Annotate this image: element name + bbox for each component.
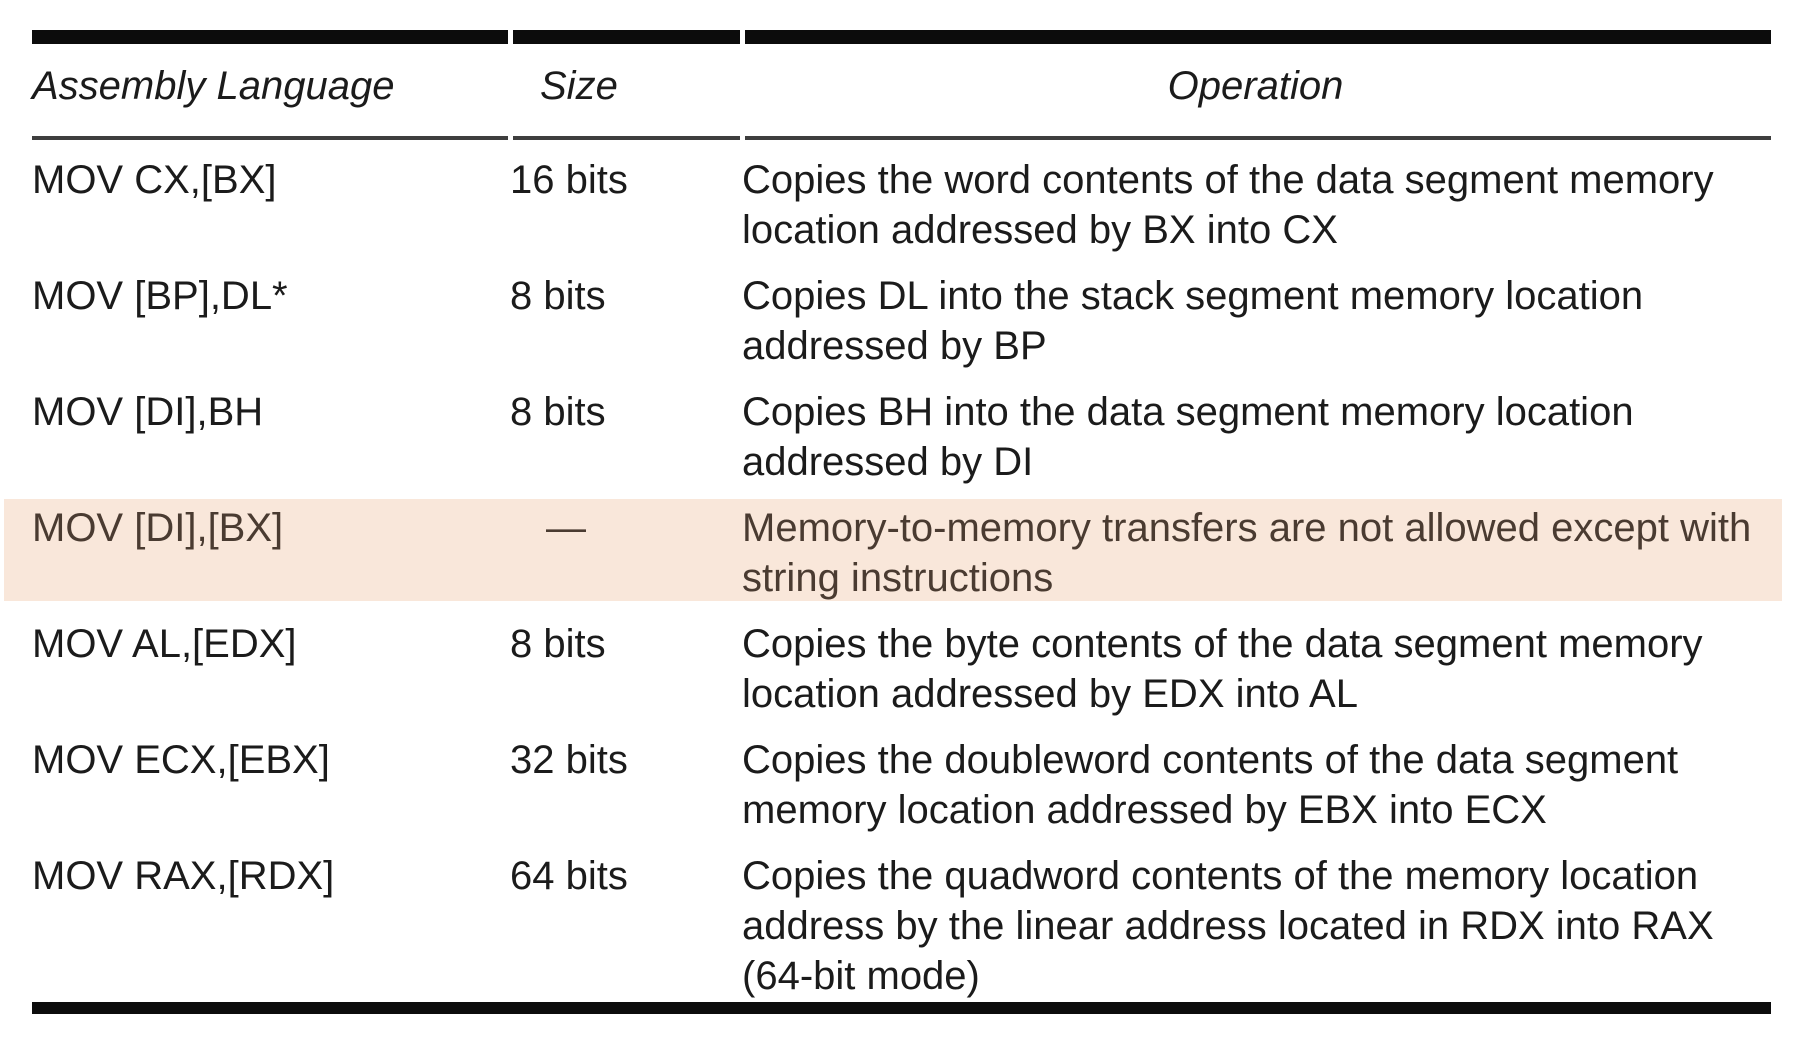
table-top-border bbox=[32, 30, 1771, 44]
assembly-cell: MOV [BP],DL* bbox=[32, 274, 288, 318]
operation-cell: Copies the word contents of the data seg… bbox=[742, 158, 1714, 252]
size-cell: 32 bits bbox=[510, 738, 628, 782]
assembly-cell: MOV [DI],[BX] bbox=[32, 506, 284, 550]
column-header-assembly-language: Assembly Language bbox=[32, 64, 395, 108]
table-row-mov-bp-dl: MOV [BP],DL* 8 bits Copies DL into the s… bbox=[32, 256, 1771, 372]
size-cell: 8 bits bbox=[510, 390, 606, 434]
assembly-cell: MOV RAX,[RDX] bbox=[32, 854, 335, 898]
operation-cell: Copies the quadword contents of the memo… bbox=[742, 854, 1714, 998]
column-header-operation: Operation bbox=[1167, 64, 1344, 108]
table-body: MOV CX,[BX] 16 bits Copies the word cont… bbox=[4, 140, 1782, 1002]
assembly-cell: MOV AL,[EDX] bbox=[32, 622, 297, 666]
size-cell: 8 bits bbox=[510, 622, 606, 666]
operation-cell: Copies the doubleword contents of the da… bbox=[742, 738, 1679, 832]
assembly-cell: MOV CX,[BX] bbox=[32, 158, 277, 202]
separator-segment-operation bbox=[745, 136, 1771, 140]
operation-cell: Copies BH into the data segment memory l… bbox=[742, 390, 1634, 484]
table-bottom-border bbox=[32, 1002, 1771, 1014]
table-header-row: Assembly Language Size Operation bbox=[32, 44, 1771, 136]
separator-segment-size bbox=[513, 136, 740, 140]
assembly-cell: MOV [DI],BH bbox=[32, 390, 264, 434]
table-row-mov-di-bx-highlighted: MOV [DI],[BX] — Memory-to-memory transfe… bbox=[4, 488, 1782, 604]
top-border-segment-assembly bbox=[32, 30, 508, 44]
table-row-mov-cx-bx: MOV CX,[BX] 16 bits Copies the word cont… bbox=[32, 140, 1771, 256]
column-header-size: Size bbox=[540, 64, 618, 108]
operation-cell: Copies the byte contents of the data seg… bbox=[742, 622, 1703, 716]
top-border-segment-size bbox=[513, 30, 740, 44]
separator-segment-assembly bbox=[32, 136, 508, 140]
operation-cell: Memory-to-memory transfers are not allow… bbox=[742, 506, 1752, 600]
size-cell: 64 bits bbox=[510, 854, 628, 898]
size-cell: 8 bits bbox=[510, 274, 606, 318]
mov-instructions-table: Assembly Language Size Operation MOV CX,… bbox=[4, 30, 1782, 1014]
header-separator-rule bbox=[32, 136, 1771, 140]
size-cell: 16 bits bbox=[510, 158, 628, 202]
top-border-segment-operation bbox=[745, 30, 1771, 44]
operation-cell: Copies DL into the stack segment memory … bbox=[742, 274, 1644, 368]
size-cell-dash: — bbox=[546, 506, 586, 550]
table-row-mov-di-bh: MOV [DI],BH 8 bits Copies BH into the da… bbox=[32, 372, 1771, 488]
table-row-mov-al-edx: MOV AL,[EDX] 8 bits Copies the byte cont… bbox=[32, 604, 1771, 720]
assembly-cell: MOV ECX,[EBX] bbox=[32, 738, 330, 782]
table-row-mov-ecx-ebx: MOV ECX,[EBX] 32 bits Copies the doublew… bbox=[32, 720, 1771, 836]
table-row-mov-rax-rdx: MOV RAX,[RDX] 64 bits Copies the quadwor… bbox=[32, 836, 1771, 1002]
